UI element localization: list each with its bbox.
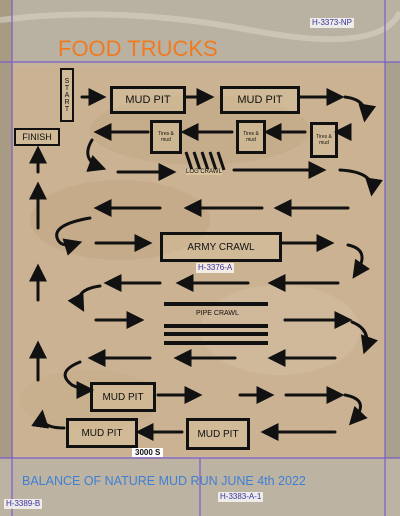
finish-label: FINISH: [22, 132, 52, 142]
road-label: 3000 S: [132, 448, 164, 457]
map-title: FOOD TRUCKS: [58, 36, 218, 61]
tires-2-label: Tires & mud: [243, 131, 259, 143]
parcel-id-bottom-left: H-3389-B: [4, 499, 43, 509]
mud-pit-1: MUD PIT: [110, 86, 186, 114]
log: [184, 151, 194, 171]
parcel-id-top-right: H-3373-NP: [310, 18, 355, 28]
right-strip: [385, 62, 400, 462]
tires-3: Tires & mud: [310, 122, 338, 158]
top-field: [0, 0, 400, 62]
start-marker: START: [60, 68, 74, 122]
event-caption: BALANCE OF NATURE MUD RUN JUNE 4th 2022: [22, 474, 306, 488]
army-crawl: ARMY CRAWL: [160, 232, 282, 262]
log: [192, 151, 202, 171]
mud-pit-5-label: MUD PIT: [197, 428, 239, 440]
tires-1-label: Tires & mud: [158, 131, 174, 143]
start-label: START: [63, 77, 71, 113]
route-arrow: [63, 360, 95, 399]
route-arrow: [86, 138, 107, 172]
mud-pit-3-label: MUD PIT: [102, 391, 144, 403]
mud-pit-2-label: MUD PIT: [237, 94, 283, 106]
tires-1: Tires & mud: [150, 120, 182, 154]
finish-marker: FINISH: [14, 128, 60, 146]
route-arrow: [343, 95, 377, 123]
route-arrow: [350, 320, 378, 355]
log-crawl-bars: [184, 151, 226, 171]
log: [216, 151, 226, 171]
route-arrow: [346, 243, 371, 279]
dirt-patch: [200, 285, 360, 375]
mud-pit-1-label: MUD PIT: [125, 94, 171, 106]
route-arrow: [343, 393, 368, 426]
route-arrow: [55, 216, 92, 256]
log: [200, 151, 210, 171]
left-strip: [0, 0, 12, 516]
mud-pit-2: MUD PIT: [220, 86, 300, 114]
route-arrow: [338, 168, 383, 197]
mud-pit-4: MUD PIT: [66, 418, 138, 448]
army-crawl-label: ARMY CRAWL: [187, 241, 255, 253]
tires-2: Tires & mud: [236, 120, 266, 154]
route-arrow: [31, 409, 66, 430]
route-arrows: [29, 88, 383, 441]
parcel-id-center: H-3376-A: [196, 263, 235, 273]
pipe-crawl-label: PIPE CRAWL: [196, 310, 239, 317]
log: [208, 151, 218, 171]
mud-pit-4-label: MUD PIT: [81, 427, 123, 439]
log-crawl-label: LOG CRAWL: [186, 169, 222, 175]
pipe-crawl-bars: [164, 302, 268, 345]
mud-pit-5: MUD PIT: [186, 418, 250, 450]
parcel-id-bottom-center: H-3383-A-1: [218, 492, 264, 502]
mud-pit-3: MUD PIT: [90, 382, 156, 412]
route-arrow: [67, 284, 102, 312]
tires-3-label: Tires & mud: [316, 134, 332, 146]
field-track: [0, 10, 400, 43]
